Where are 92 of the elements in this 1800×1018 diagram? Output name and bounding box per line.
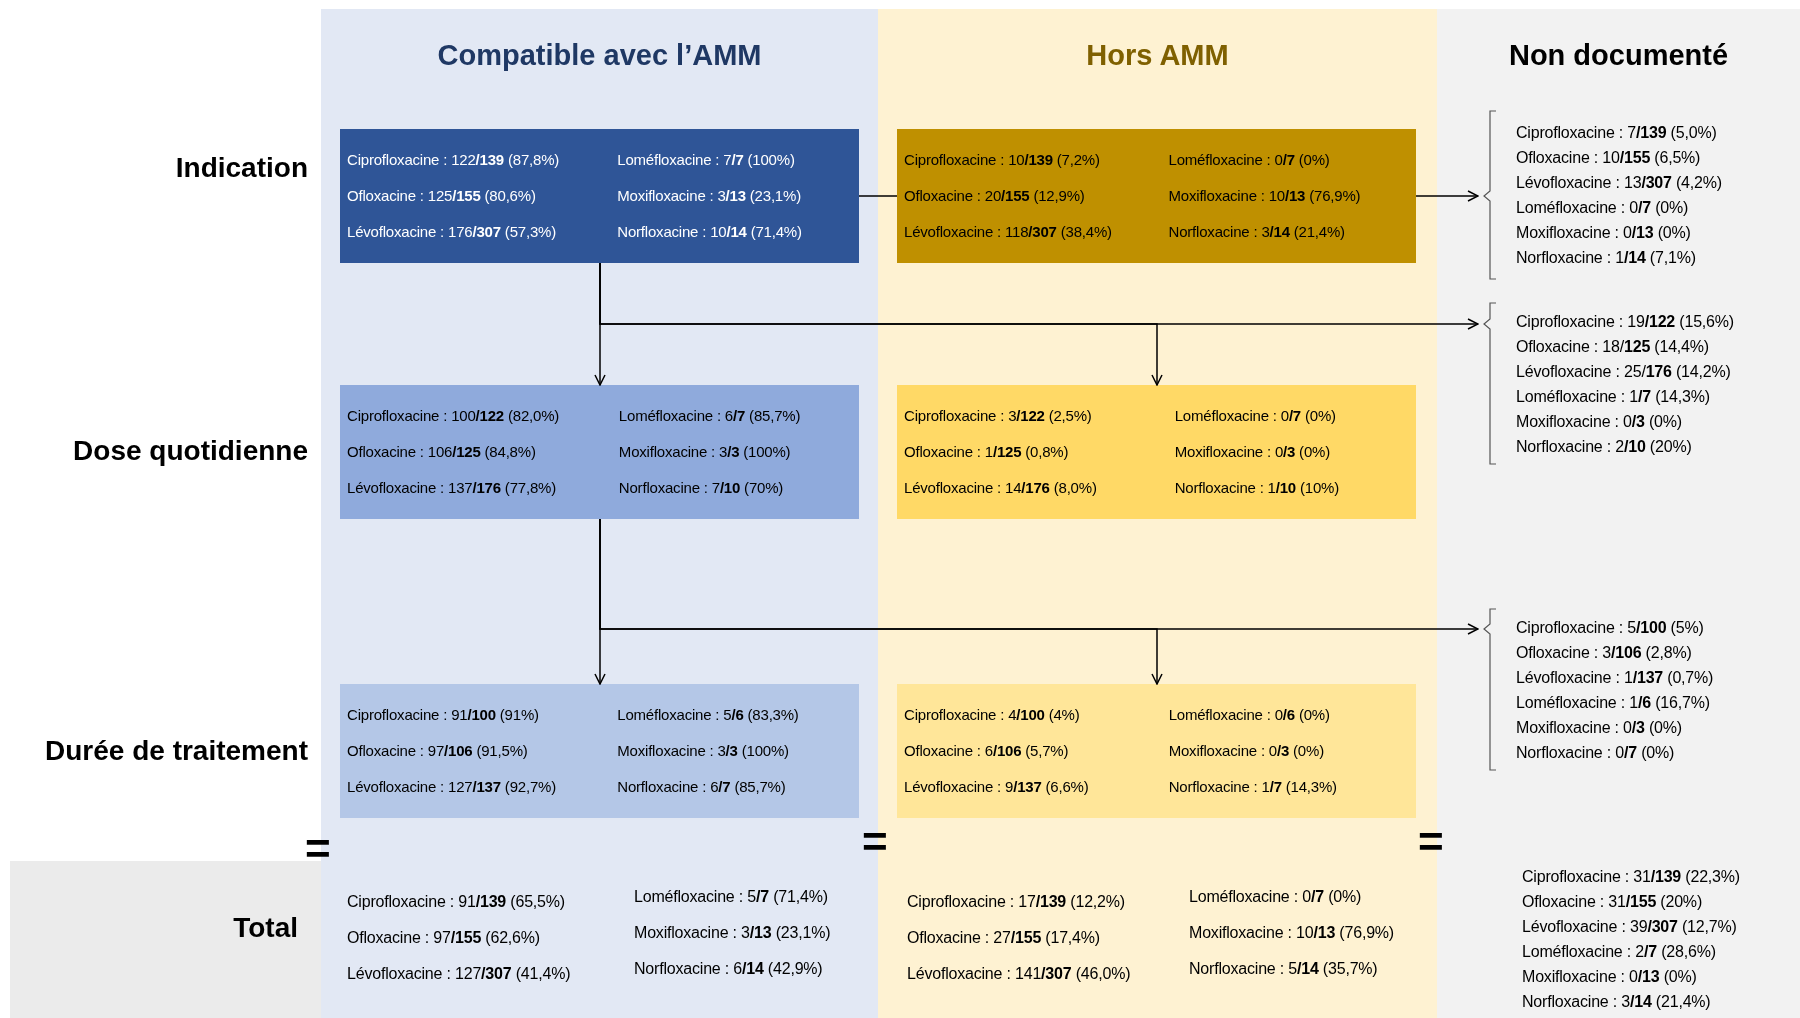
data-box	[897, 385, 1416, 519]
column-heading: Hors AMM	[1085, 39, 1230, 72]
drug-count-text: Lévofloxacine : 39/307 (12,7%)	[1522, 918, 1737, 936]
row-heading: Durée de traitement	[45, 735, 308, 767]
drug-count-text: Moxifloxacine : 3/13 (23,1%)	[617, 186, 802, 206]
drug-count-text: Lévofloxacine : 9/137 (6,6%)	[904, 777, 1090, 797]
drug-count-text: Ciprofloxacine : 10/139 (7,2%)	[904, 150, 1101, 170]
drug-count-text: Norfloxacine : 6/14 (42,9%)	[634, 960, 823, 978]
drug-count-text: Ciprofloxacine : 31/139 (22,3%)	[1522, 868, 1740, 886]
drug-count-text: Lévofloxacine : 25/176 (14,2%)	[1516, 361, 1732, 382]
connector-line	[858, 195, 898, 197]
drug-count-text: Loméfloxacine : 0/7 (0%)	[1516, 198, 1690, 218]
drug-count-text: Norfloxacine : 2/10 (20%)	[1516, 436, 1693, 457]
drug-count-text: Moxifloxacine : 3/3 (100%)	[618, 442, 792, 462]
data-box	[340, 684, 859, 818]
drug-count-text: Ofloxacine : 20/155 (12,9%)	[904, 186, 1086, 206]
arrow	[599, 262, 1479, 330]
drug-count-text: Loméfloxacine : 0/7 (0%)	[1168, 150, 1331, 170]
drug-count-text: Moxifloxacine : 0/3 (0%)	[1516, 411, 1683, 432]
drug-count-text: Ciprofloxacine : 19/122 (15,6%)	[1516, 311, 1734, 332]
drug-count-text: Ciprofloxacine : 17/139 (12,2%)	[907, 893, 1125, 911]
drug-count-text: Moxifloxacine : 10/13 (76,9%)	[1168, 186, 1362, 206]
drug-count-text: Ciprofloxacine : 91/100 (91%)	[347, 705, 540, 725]
drug-count-text: Ciprofloxacine : 5/100 (5%)	[1516, 617, 1705, 638]
equals-sign: =	[862, 829, 888, 856]
drug-count-text: Lévofloxacine : 13/307 (4,2%)	[1516, 173, 1722, 193]
drug-count-text: Norfloxacine : 3/14 (21,4%)	[1522, 993, 1711, 1011]
drug-count-text: Lévofloxacine : 137/176 (77,8%)	[347, 478, 557, 498]
drug-count-text: Ofloxacine : 27/155 (17,4%)	[907, 929, 1100, 947]
drug-count-text: Moxifloxacine : 0/3 (0%)	[1174, 442, 1331, 462]
drug-count-text: Lévofloxacine : 141/307 (46,0%)	[907, 965, 1131, 983]
drug-count-text: Ciprofloxacine : 100/122 (82,0%)	[347, 406, 561, 426]
drug-count-text: Ciprofloxacine : 122/139 (87,8%)	[347, 150, 561, 170]
drug-count-text: Ciprofloxacine : 3/122 (2,5%)	[904, 406, 1093, 426]
drug-count-text: Loméfloxacine : 1/6 (16,7%)	[1516, 692, 1711, 713]
drug-count-text: Ofloxacine : 10/155 (6,5%)	[1516, 148, 1702, 168]
drug-count-text: Ciprofloxacine : 91/139 (65,5%)	[347, 893, 565, 911]
drug-count-text: Loméfloxacine : 6/7 (85,7%)	[618, 406, 802, 426]
equals-sign: =	[305, 836, 331, 863]
drug-count-text: Ciprofloxacine : 4/100 (4%)	[904, 705, 1081, 725]
row-heading: Total	[233, 912, 298, 944]
drug-count-text: Loméfloxacine : 5/7 (71,4%)	[634, 888, 828, 906]
drug-count-text: Ofloxacine : 97/106 (91,5%)	[347, 741, 529, 761]
drug-count-text: Ofloxacine : 18/125 (14,4%)	[1516, 336, 1710, 357]
arrow	[1415, 190, 1479, 202]
drug-count-text: Lévofloxacine : 118/307 (38,4%)	[904, 222, 1113, 242]
drug-count-text: Lévofloxacine : 14/176 (8,0%)	[904, 478, 1098, 498]
equals-sign: =	[1418, 829, 1444, 856]
drug-count-text: Loméfloxacine : 7/7 (100%)	[617, 150, 796, 170]
drug-count-text: Moxifloxacine : 0/3 (0%)	[1516, 717, 1683, 738]
drug-count-text: Loméfloxacine : 5/6 (83,3%)	[617, 705, 800, 725]
arrow	[599, 518, 1479, 635]
drug-count-text: Ciprofloxacine : 7/139 (5,0%)	[1516, 123, 1718, 143]
drug-count-text: Ofloxacine : 1/125 (0,8%)	[904, 442, 1070, 462]
data-box	[340, 385, 859, 519]
drug-count-text: Norfloxacine : 7/10 (70%)	[618, 478, 785, 498]
drug-count-text: Ofloxacine : 3/106 (2,8%)	[1516, 642, 1693, 663]
drug-count-text: Norfloxacine : 10/14 (71,4%)	[617, 222, 803, 242]
drug-count-text: Norfloxacine : 1/10 (10%)	[1174, 478, 1340, 498]
data-box	[340, 129, 859, 263]
drug-count-text: Ofloxacine : 31/155 (20%)	[1522, 893, 1702, 911]
row-heading: Dose quotidienne	[73, 435, 308, 467]
drug-count-text: Moxifloxacine : 3/3 (100%)	[617, 741, 790, 761]
drug-count-text: Loméfloxacine : 0/7 (0%)	[1189, 888, 1362, 906]
drug-count-text: Moxifloxacine : 0/13 (0%)	[1516, 223, 1692, 243]
data-box	[897, 129, 1416, 263]
drug-count-text: Lévofloxacine : 176/307 (57,3%)	[347, 222, 557, 242]
drug-count-text: Ofloxacine : 125/155 (80,6%)	[347, 186, 537, 206]
drug-count-text: Norfloxacine : 6/7 (85,7%)	[617, 777, 787, 797]
column-heading: Non documenté	[1507, 39, 1730, 72]
drug-count-text: Ofloxacine : 6/106 (5,7%)	[904, 741, 1070, 761]
column-heading: Compatible avec l’AMM	[436, 39, 763, 72]
drug-count-text: Norfloxacine : 3/14 (21,4%)	[1168, 222, 1346, 242]
drug-count-text: Ofloxacine : 97/155 (62,6%)	[347, 929, 540, 947]
drug-count-text: Norfloxacine : 1/7 (14,3%)	[1168, 777, 1338, 797]
drug-count-text: Lévofloxacine : 127/137 (92,7%)	[347, 777, 557, 797]
drug-count-text: Loméfloxacine : 1/7 (14,3%)	[1516, 386, 1711, 407]
drug-count-text: Moxifloxacine : 0/3 (0%)	[1168, 741, 1325, 761]
drug-count-text: Loméfloxacine : 2/7 (28,6%)	[1522, 943, 1716, 961]
drug-count-text: Lévofloxacine : 127/307 (41,4%)	[347, 965, 571, 983]
drug-count-text: Loméfloxacine : 0/7 (0%)	[1174, 406, 1337, 426]
drug-count-text: Norfloxacine : 1/14 (7,1%)	[1516, 248, 1697, 268]
drug-count-text: Loméfloxacine : 0/6 (0%)	[1168, 705, 1331, 725]
drug-count-text: Moxifloxacine : 10/13 (76,9%)	[1189, 924, 1394, 942]
drug-count-text: Norfloxacine : 0/7 (0%)	[1516, 742, 1676, 763]
drug-count-text: Moxifloxacine : 0/13 (0%)	[1522, 968, 1697, 986]
drug-count-text: Moxifloxacine : 3/13 (23,1%)	[634, 924, 831, 942]
drug-count-text: Ofloxacine : 106/125 (84,8%)	[347, 442, 537, 462]
row-heading: Indication	[175, 152, 308, 184]
data-box	[897, 684, 1416, 818]
drug-count-text: Lévofloxacine : 1/137 (0,7%)	[1516, 667, 1714, 688]
drug-count-text: Norfloxacine : 5/14 (35,7%)	[1189, 960, 1378, 978]
